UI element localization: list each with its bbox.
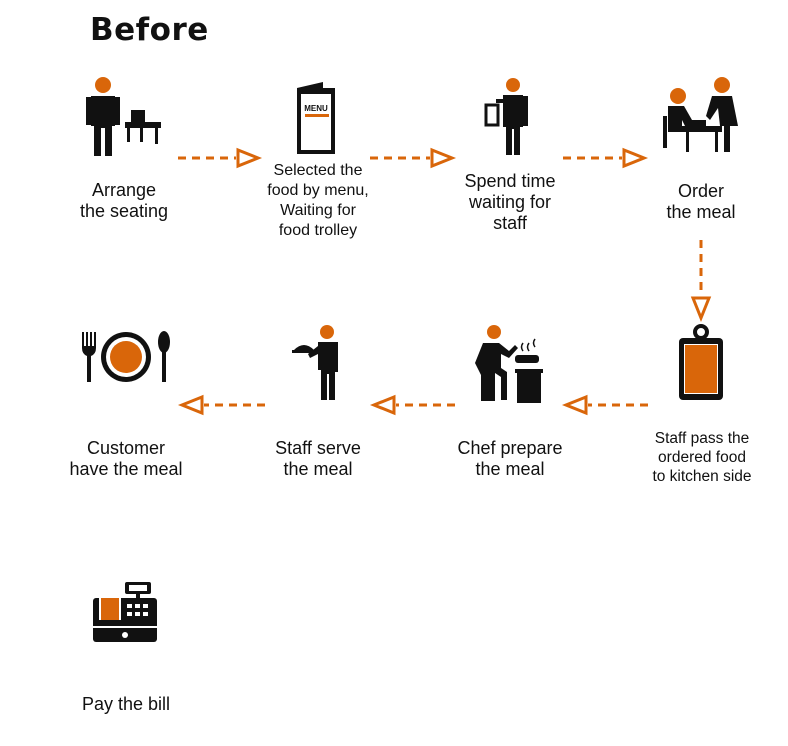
arrow-right-3: [563, 147, 649, 169]
customers-ordering-icon: [663, 77, 738, 152]
order-clipboard-icon: [679, 324, 723, 400]
waiter-serving-icon: [292, 325, 338, 400]
diagram-title: Before: [90, 12, 209, 48]
step-label-pay-bill: Pay the bill: [81, 694, 171, 714]
arrow-right-1: [178, 147, 263, 169]
svg-text:MENU: MENU: [304, 104, 328, 113]
arrow-down: [690, 240, 712, 323]
cash-register-icon: [93, 582, 157, 642]
waiter-with-table-icon: [86, 77, 161, 156]
arrow-left-2: [369, 394, 455, 416]
waiter-standing-icon: [484, 78, 528, 155]
menu-icon: MENU: [297, 82, 335, 154]
arrow-left-3: [177, 394, 265, 416]
arrow-left-1: [561, 394, 648, 416]
chef-cooking-icon: [475, 325, 543, 403]
arrow-right-2: [370, 147, 457, 169]
plate-cutlery-icon: [82, 331, 170, 382]
